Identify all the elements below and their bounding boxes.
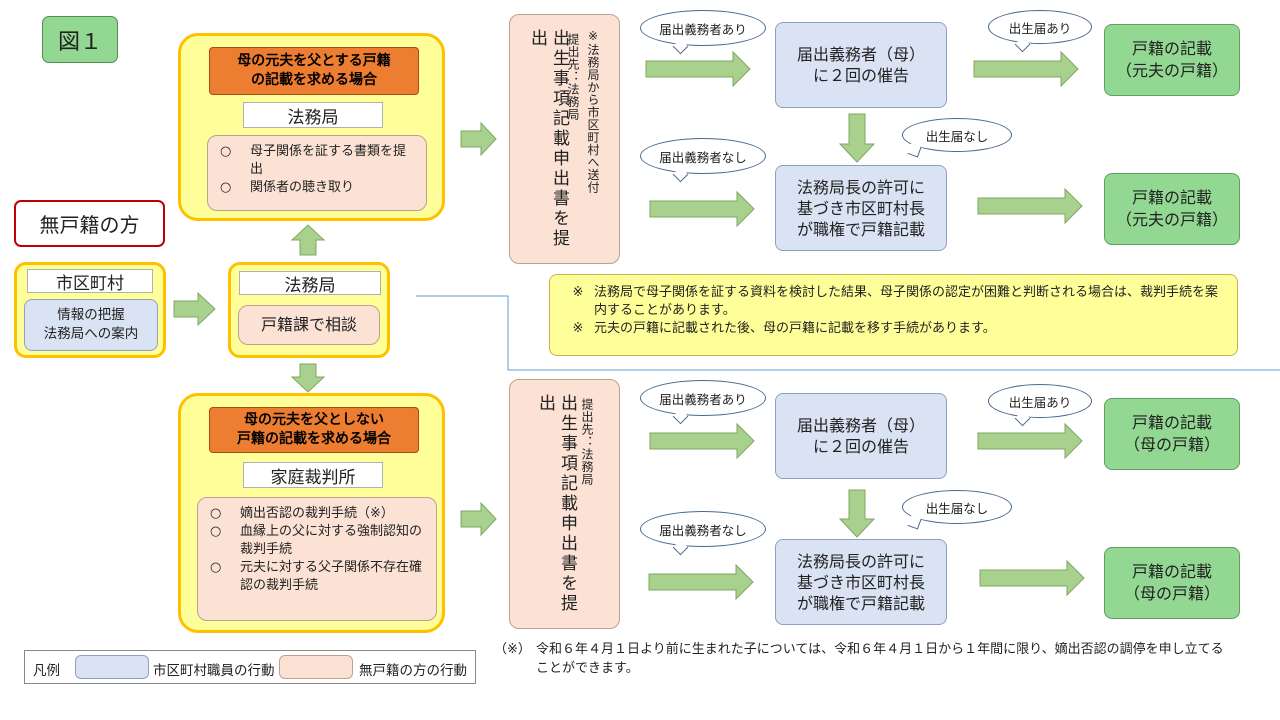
- upper-note-b: 提出先：法務局: [566, 33, 580, 121]
- upper-application: 出生事項記載申出書を提出: [527, 29, 569, 249]
- legend-person-action: 無戸籍の方の行動: [359, 663, 467, 679]
- arrow-lower-birth-yes: [977, 422, 1083, 460]
- arrow-upper-urge-down: [838, 113, 876, 163]
- upper-case-title: 母の元夫を父とする戸籍 の記載を求める場合: [209, 47, 419, 95]
- upper-permit-box: 法務局長の許可に 基づき市区町村長 が職権で戸籍記載: [775, 165, 947, 251]
- arrow-lower-permit-result: [979, 559, 1085, 597]
- legend-title: 凡例: [33, 663, 60, 679]
- legend-person-swatch: [279, 655, 353, 679]
- note-2: ※元夫の戸籍に記載された後、母の戸籍に記載を移す手続があります。: [572, 321, 996, 336]
- consult-org: 法務局: [239, 271, 381, 296]
- arrow-upper-no: [649, 190, 755, 228]
- upper-note-a: ※法務局から市区町村へ送付: [586, 29, 600, 194]
- lower-urge-box: 届出義務者（母） に２回の催告: [775, 393, 947, 479]
- legend-city-swatch: [75, 655, 149, 679]
- arrow-lower-urge-down: [838, 489, 876, 538]
- arrow-upper-to-application: [460, 121, 497, 157]
- lower-note-b: 提出先：法務局: [580, 398, 594, 486]
- arrow-upper-permit-result: [977, 187, 1083, 225]
- arrow-consult-to-lower: [290, 363, 326, 393]
- arrow-city-to-consult: [173, 291, 216, 327]
- lower-application: 出生事項記載申出書を提出: [535, 394, 577, 614]
- upper-birth-no-callout: 出生届なし: [902, 118, 1012, 158]
- lower-case-title: 母の元夫を父としない 戸籍の記載を求める場合: [209, 407, 419, 453]
- lower-result-2: 戸籍の記載 （母の戸籍）: [1104, 547, 1240, 619]
- arrow-lower-to-application: [460, 501, 497, 537]
- upper-items: ○母子関係を証する書類を提出 ○関係者の聴き取り: [207, 135, 427, 211]
- lower-branch-yes-callout: 届出義務者あり: [640, 380, 766, 425]
- lower-case-group: 母の元夫を父としない 戸籍の記載を求める場合 家庭裁判所 ○嫡出否認の裁判手続（…: [178, 393, 445, 633]
- upper-branch-no-callout: 届出義務者なし: [640, 138, 766, 183]
- upper-urge-box: 届出義務者（母） に２回の催告: [775, 22, 947, 108]
- figure-label: 図１: [42, 16, 118, 63]
- arrow-upper-yes: [645, 50, 751, 88]
- consult-action: 戸籍課で相談: [238, 305, 380, 345]
- lower-application-box: 出生事項記載申出書を提出 提出先：法務局: [509, 379, 620, 629]
- upper-case-group: 母の元夫を父とする戸籍 の記載を求める場合 法務局 ○母子関係を証する書類を提出…: [178, 33, 445, 221]
- footnote-text: 令和６年４月１日より前に生まれた子については、令和６年４月１日から１年間に限り、…: [536, 642, 1224, 676]
- footnote: （※） 令和６年４月１日より前に生まれた子については、令和６年４月１日から１年間…: [494, 640, 1234, 680]
- upper-org: 法務局: [243, 102, 383, 128]
- lower-item-2: ○血縁上の父に対する強制認知の裁判手続: [210, 524, 423, 557]
- consult-group: 法務局 戸籍課で相談: [228, 262, 390, 358]
- lower-item-3: ○元夫に対する父子関係不存在確認の裁判手続: [210, 560, 423, 593]
- lower-birth-no-callout: 出生届なし: [902, 490, 1012, 530]
- upper-result-1: 戸籍の記載 （元夫の戸籍）: [1104, 24, 1240, 96]
- mukoseki-person-label: 無戸籍の方: [14, 200, 165, 247]
- lower-permit-box: 法務局長の許可に 基づき市区町村長 が職権で戸籍記載: [775, 539, 947, 625]
- lower-items: ○嫡出否認の裁判手続（※） ○血縁上の父に対する強制認知の裁判手続 ○元夫に対す…: [197, 497, 437, 621]
- arrow-upper-birth-yes: [973, 50, 1079, 88]
- upper-branch-yes-callout: 届出義務者あり: [640, 10, 766, 55]
- footnote-mark: （※）: [494, 642, 531, 657]
- upper-item-1: ○母子関係を証する書類を提出: [220, 144, 407, 177]
- legend: 凡例 市区町村職員の行動 無戸籍の方の行動: [24, 650, 476, 684]
- city-group: 市区町村 情報の把握 法務局への案内: [14, 262, 166, 358]
- upper-application-box: 出生事項記載申出書を提出 ※法務局から市区町村へ送付 提出先：法務局: [509, 14, 620, 264]
- city-actions: 情報の把握 法務局への案内: [24, 299, 158, 351]
- arrow-lower-yes: [649, 422, 755, 460]
- lower-item-1: ○嫡出否認の裁判手続（※）: [210, 506, 394, 521]
- arrow-lower-no: [648, 563, 754, 601]
- lower-branch-no-callout: 届出義務者なし: [640, 511, 766, 556]
- lower-org: 家庭裁判所: [243, 462, 383, 488]
- upper-item-2: ○関係者の聴き取り: [220, 180, 355, 195]
- legend-city-action: 市区町村職員の行動: [153, 663, 275, 679]
- upper-birth-yes-callout: 出生届あり: [988, 10, 1092, 53]
- note-1: ※法務局で母子関係を証する資料を検討した結果、母子関係の認定が困難と判断される場…: [572, 285, 1219, 318]
- lower-result-1: 戸籍の記載 （母の戸籍）: [1104, 398, 1240, 470]
- arrow-consult-to-upper: [290, 224, 326, 256]
- city-title: 市区町村: [27, 269, 153, 294]
- notes-box: ※法務局で母子関係を証する資料を検討した結果、母子関係の認定が困難と判断される場…: [549, 274, 1238, 356]
- upper-result-2: 戸籍の記載 （元夫の戸籍）: [1104, 173, 1240, 245]
- lower-birth-yes-callout: 出生届あり: [988, 384, 1092, 427]
